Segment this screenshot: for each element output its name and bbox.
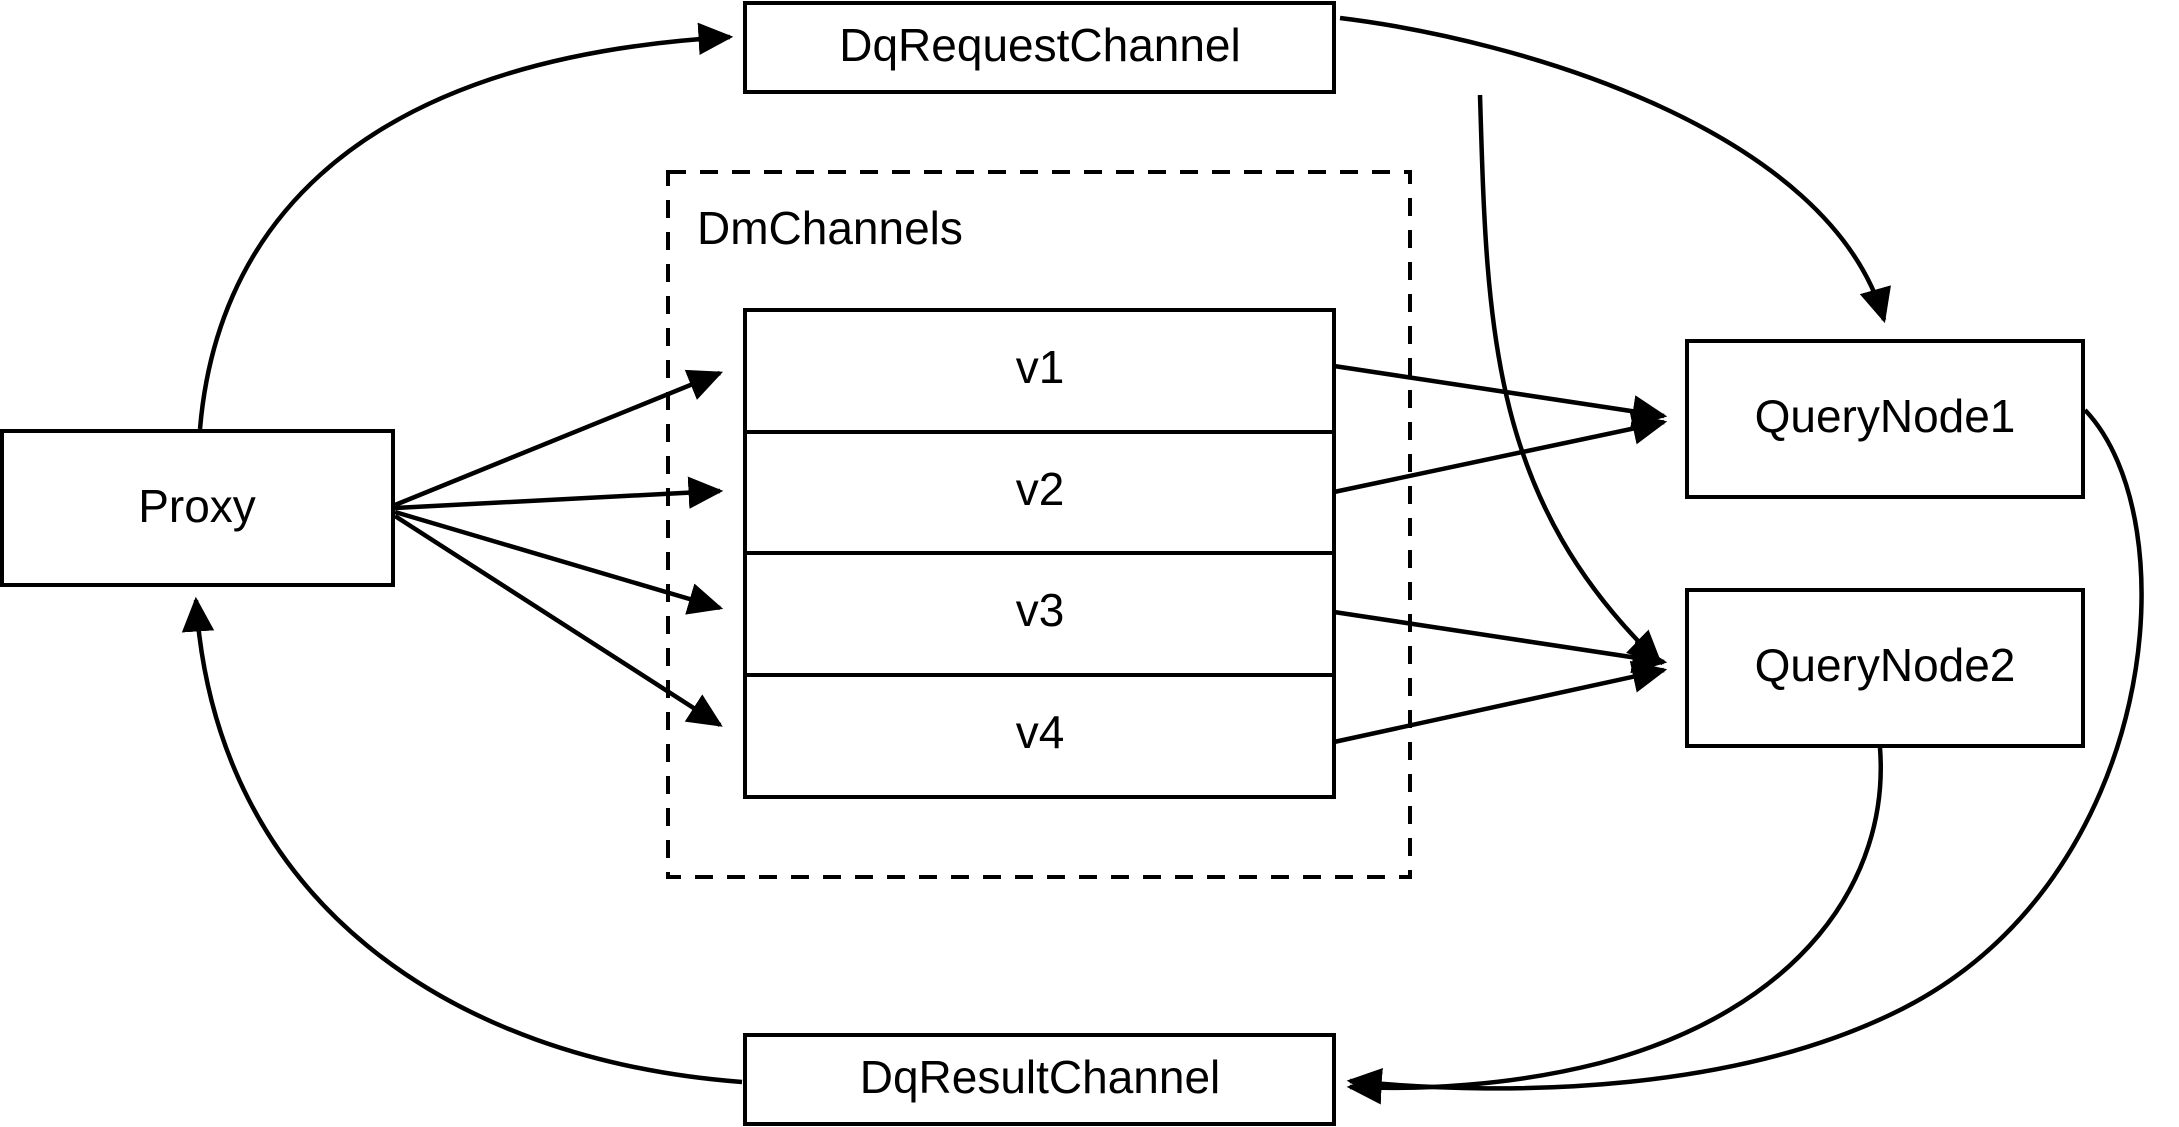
dmchannels-group-box — [666, 170, 1412, 879]
node-dqresultchannel[interactable] — [743, 1033, 1336, 1126]
node-querynode2-label: QueryNode2 — [1755, 639, 2016, 691]
node-querynode1[interactable] — [1685, 339, 2085, 499]
node-querynode2[interactable] — [1685, 588, 2085, 748]
edge-proxy-to-v4 — [393, 514, 723, 727]
node-dqrequestchannel[interactable] — [743, 1, 1336, 94]
edge-v2-to-querynode1 — [1333, 412, 1668, 495]
channel-row-v2[interactable]: v2 — [1016, 463, 1065, 515]
edge-v4-to-querynode2 — [1333, 660, 1668, 745]
edge-dqresultchannel-to-proxy — [181, 596, 743, 1085]
edge-querynode2-to-dqresultchannel — [1346, 747, 1883, 1105]
edge-dqrequestchannel-to-querynode2 — [1477, 94, 1663, 666]
channel-row-v1[interactable]: v1 — [1016, 341, 1065, 393]
edge-proxy-to-v3 — [394, 509, 724, 615]
node-querynode1-label: QueryNode1 — [1755, 390, 2016, 442]
edge-proxy-to-v1 — [394, 369, 724, 508]
dmchannels-group-label: DmChannels — [697, 202, 963, 254]
node-proxy-label: Proxy — [138, 480, 256, 532]
edge-v1-to-querynode1 — [1333, 363, 1668, 428]
node-proxy[interactable] — [0, 429, 395, 587]
edge-proxy-to-v2 — [394, 476, 724, 511]
edge-proxy-to-dqrequestchannel — [197, 22, 734, 430]
node-dqresultchannel-label: DqResultChannel — [860, 1051, 1221, 1103]
channel-row-v4[interactable]: v4 — [1016, 706, 1065, 758]
channel-row-v3[interactable]: v3 — [1016, 584, 1065, 636]
edge-querynode1-to-dqresultchannel — [1346, 408, 2144, 1101]
node-dqrequestchannel-label: DqRequestChannel — [839, 19, 1241, 71]
edge-dqrequestchannel-to-querynode1 — [1339, 15, 1891, 324]
edge-v3-to-querynode2 — [1333, 609, 1668, 674]
